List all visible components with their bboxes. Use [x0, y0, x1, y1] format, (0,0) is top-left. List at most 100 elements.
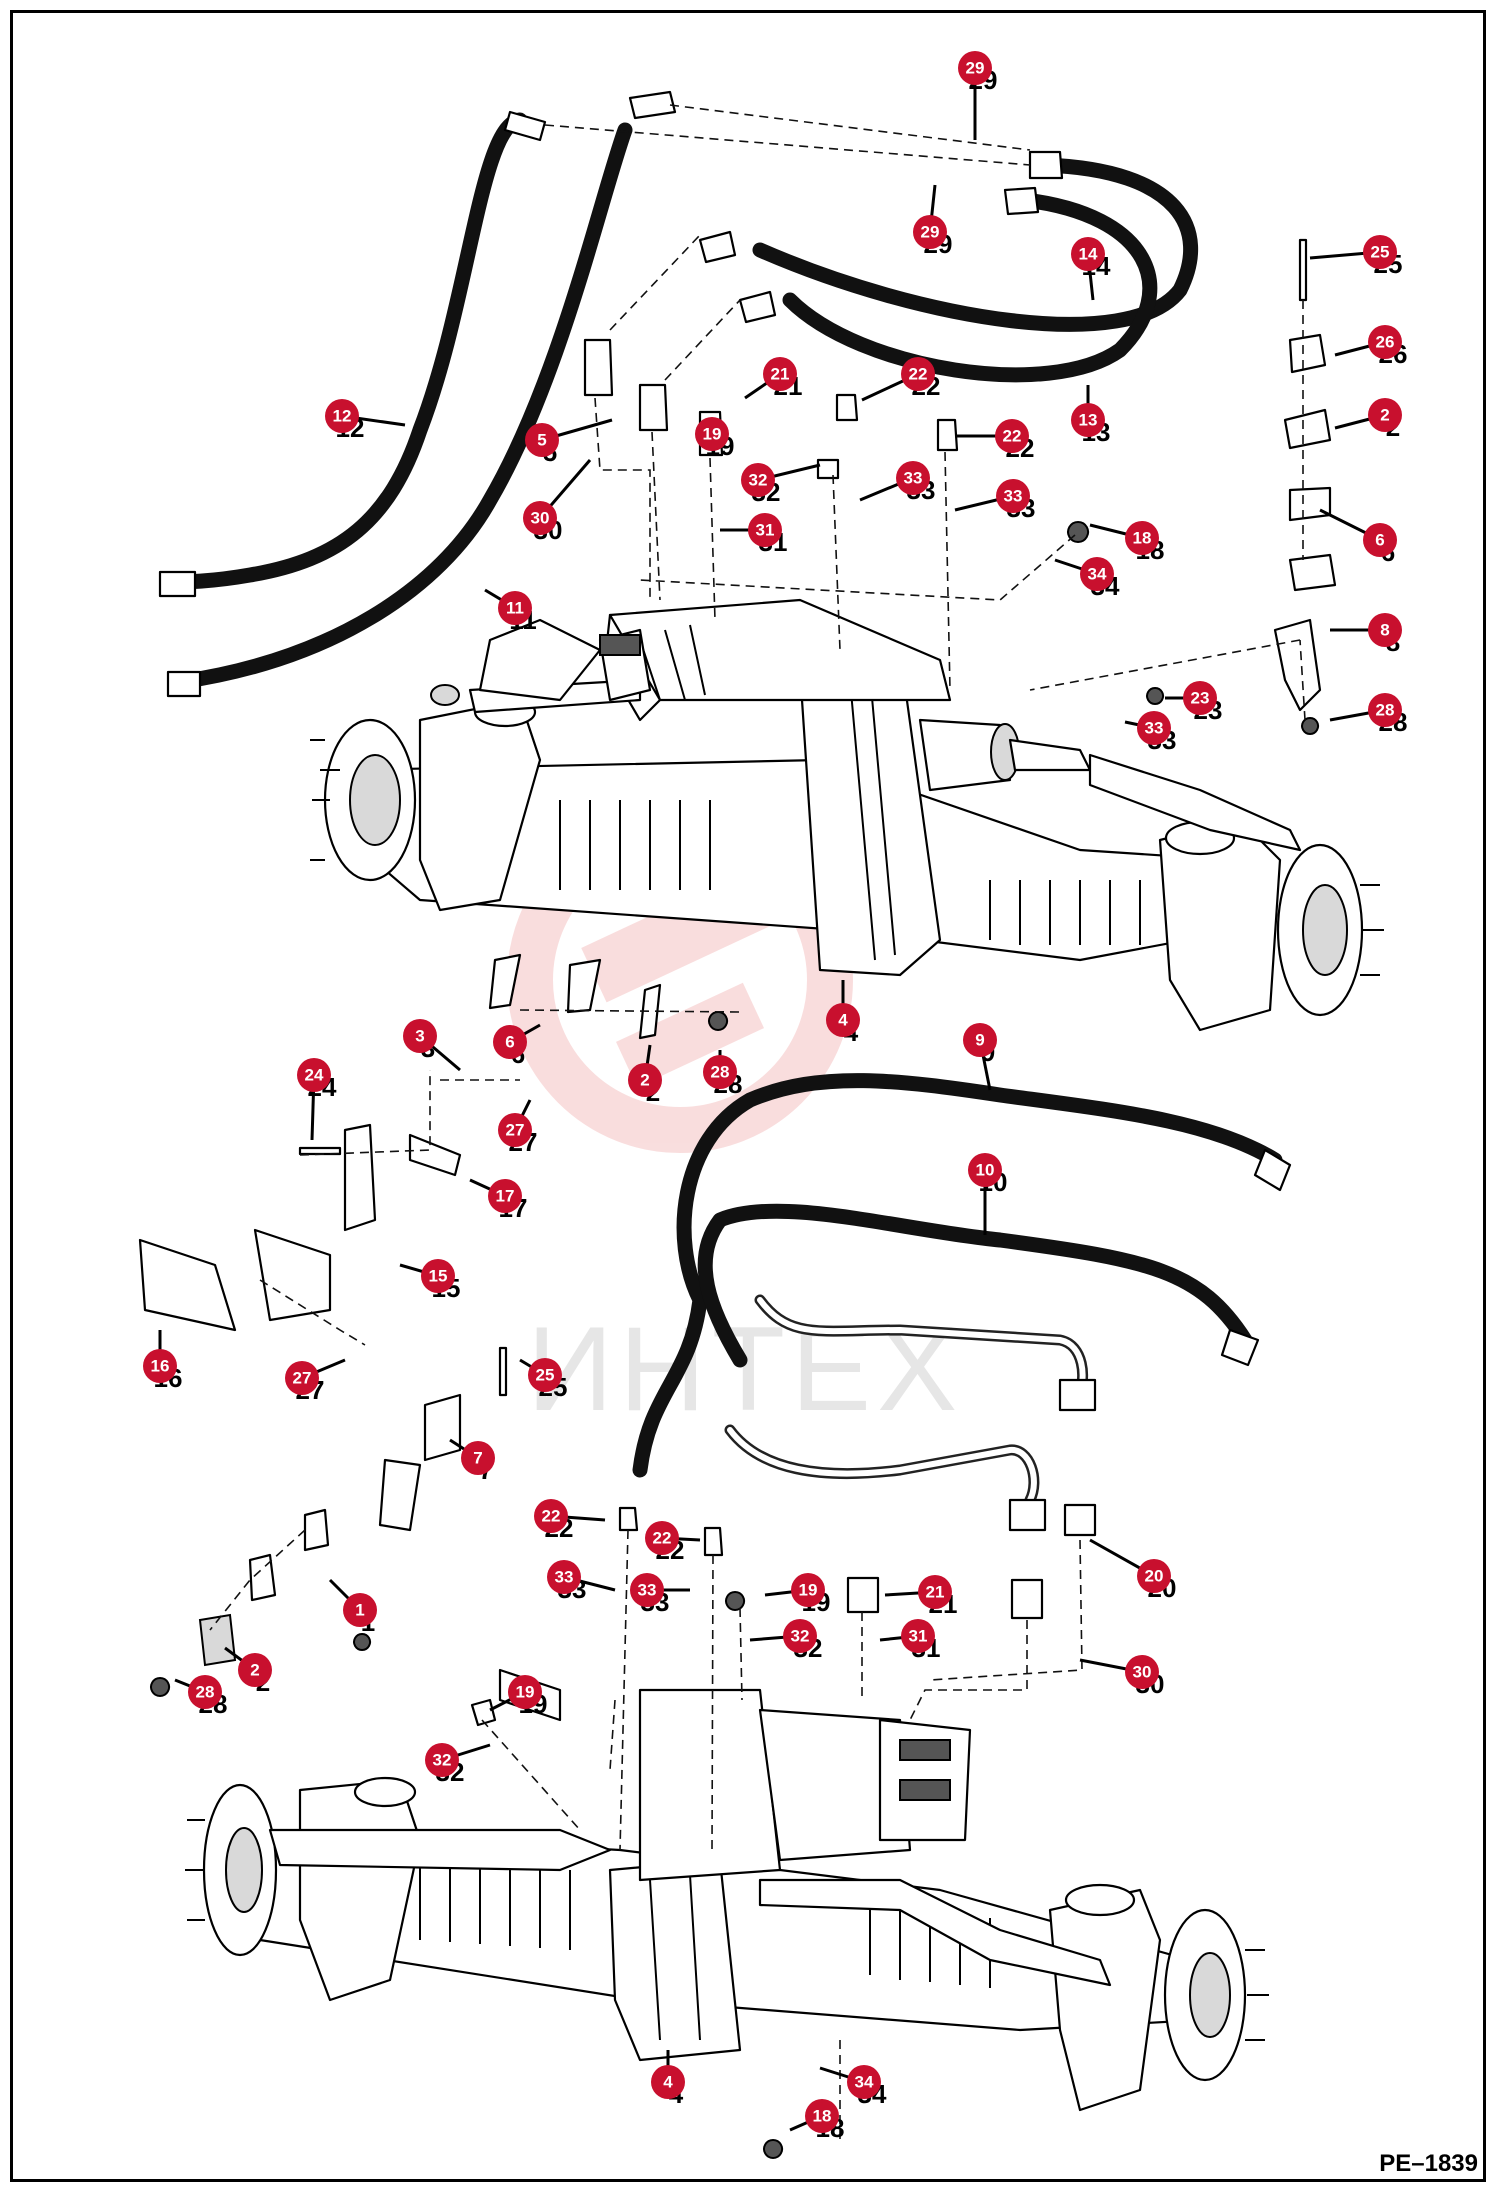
callout-number: 4 — [663, 2073, 673, 2092]
callout-bubble — [285, 1361, 319, 1395]
callout-c6b: 6 — [493, 1025, 527, 1059]
callout-bubble — [901, 1619, 935, 1653]
callout-c27b: 27 — [285, 1361, 319, 1395]
callout-bubble — [1363, 235, 1397, 269]
callout-bubble — [1071, 403, 1105, 437]
hose-fittings — [150, 90, 1319, 2159]
callout-number: 28 — [711, 1063, 730, 1082]
callout-number: 18 — [1133, 529, 1152, 548]
callout-number: 19 — [516, 1683, 535, 1702]
callout-bubble — [1368, 693, 1402, 727]
callout-c13: 13 — [1071, 403, 1105, 437]
drawing-frame — [10, 10, 1486, 2182]
callout-c34a: 34 — [1080, 557, 1114, 591]
callout-number: 13 — [1079, 411, 1098, 430]
callout-number: 7 — [473, 1449, 482, 1468]
callout-c2c: 2 — [238, 1653, 272, 1687]
callout-c19b: 19 — [791, 1573, 825, 1607]
callout-bubble — [1368, 613, 1402, 647]
callout-c1: 1 — [343, 1593, 377, 1627]
callout-c2a: 2 — [1368, 398, 1402, 432]
callout-bubble — [896, 461, 930, 495]
callout-number: 4 — [838, 1011, 848, 1030]
brackets-and-clamps — [138, 333, 1337, 1667]
callout-bubble — [498, 1113, 532, 1147]
callout-c5: 5 — [525, 423, 559, 457]
callout-number: 33 — [904, 469, 923, 488]
callout-bubble — [461, 1441, 495, 1475]
callout-bubble — [1125, 1655, 1159, 1689]
callout-bubble — [238, 1653, 272, 1687]
callout-bubble — [188, 1675, 222, 1709]
callout-c22b: 22 — [995, 419, 1029, 453]
callout-bubble — [523, 501, 557, 535]
callout-c6a: 6 — [1363, 523, 1397, 557]
callout-c30b: 30 — [1125, 1655, 1159, 1689]
callout-c31a: 31 — [748, 513, 782, 547]
callout-c20: 20 — [1137, 1559, 1171, 1593]
callout-number: 31 — [756, 521, 775, 540]
callout-bubble — [1137, 1559, 1171, 1593]
callout-bubble — [488, 1179, 522, 1213]
callout-c18a: 18 — [1125, 521, 1159, 555]
callout-bubble — [995, 419, 1029, 453]
callout-c10: 10 — [968, 1153, 1002, 1187]
callout-bubble — [901, 357, 935, 391]
callout-c33a: 33 — [896, 461, 930, 495]
callout-bubble — [847, 2065, 881, 2099]
callout-number: 19 — [799, 1581, 818, 1600]
callout-c31b: 31 — [901, 1619, 935, 1653]
callout-c14: 14 — [1071, 237, 1105, 271]
callout-bubble — [630, 1573, 664, 1607]
callout-c2b: 2 — [628, 1063, 662, 1097]
callout-bubble — [783, 1619, 817, 1653]
callout-c34b: 34 — [847, 2065, 881, 2099]
callout-c29b: 29 — [913, 215, 947, 249]
callout-c3: 3 — [403, 1019, 437, 1053]
callout-c33b: 33 — [996, 479, 1030, 513]
callout-bubble — [1137, 711, 1171, 745]
callout-number: 22 — [909, 365, 928, 384]
callout-c15: 15 — [421, 1259, 455, 1293]
callout-c12: 12 — [325, 399, 359, 433]
callout-bubble — [528, 1358, 562, 1392]
callout-number: 31 — [909, 1627, 928, 1646]
callout-number: 34 — [855, 2073, 874, 2092]
callout-c30a: 30 — [523, 501, 557, 535]
callout-bubble — [791, 1573, 825, 1607]
callout-number: 2 — [1380, 406, 1389, 425]
callout-c32b: 32 — [783, 1619, 817, 1653]
callout-c7: 7 — [461, 1441, 495, 1475]
callout-c29a: 29 — [958, 51, 992, 85]
callout-number: 25 — [536, 1366, 555, 1385]
callout-number: 3 — [415, 1027, 424, 1046]
callout-bubble — [143, 1349, 177, 1383]
callout-number: 27 — [293, 1369, 312, 1388]
callout-number: 6 — [505, 1033, 514, 1052]
callout-bubble — [651, 2065, 685, 2099]
callout-bubble — [913, 215, 947, 249]
callout-c22c: 22 — [534, 1499, 568, 1533]
callout-c33d: 33 — [547, 1560, 581, 1594]
callout-bubble — [325, 399, 359, 433]
callout-number: 28 — [1376, 701, 1395, 720]
callout-number: 34 — [1088, 565, 1107, 584]
callout-bubble — [498, 591, 532, 625]
callout-number: 18 — [813, 2107, 832, 2126]
callout-number: 23 — [1191, 689, 1210, 708]
callout-bubble — [1183, 681, 1217, 715]
callout-c11: 11 — [498, 591, 532, 625]
callout-bubble — [968, 1153, 1002, 1187]
hydraulic-hoses — [162, 112, 1283, 1478]
callout-bubble — [628, 1063, 662, 1097]
callout-c27a: 27 — [498, 1113, 532, 1147]
callout-number: 16 — [151, 1357, 170, 1376]
callout-number: 19 — [703, 425, 722, 444]
lower-axle-assembly — [185, 1668, 1269, 2112]
callout-number: 10 — [976, 1161, 995, 1180]
callout-c17: 17 — [488, 1179, 522, 1213]
callout-bubble — [421, 1259, 455, 1293]
callout-c8: 8 — [1368, 613, 1402, 647]
upper-axle-assembly — [310, 598, 1384, 1032]
